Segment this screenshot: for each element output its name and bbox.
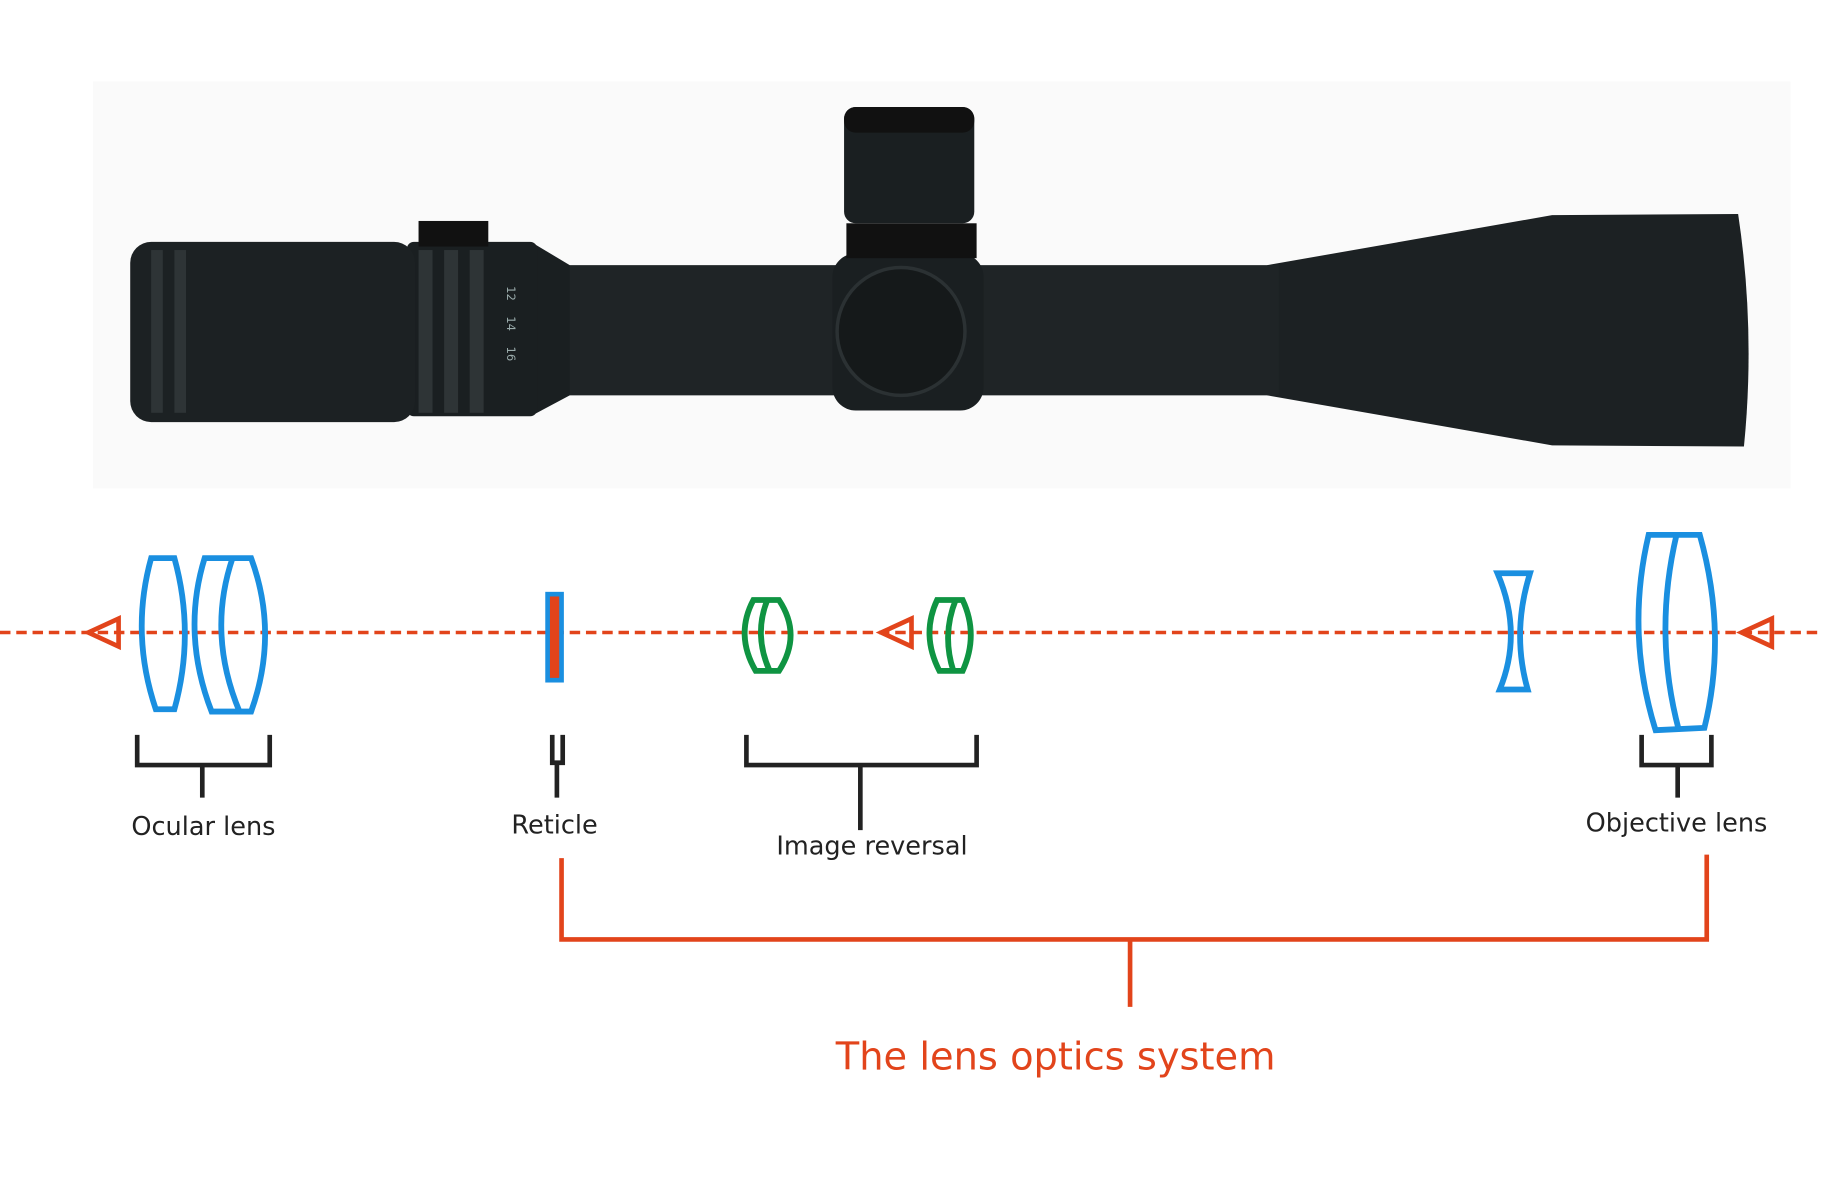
reticle-plate	[545, 591, 564, 683]
arrow-icon	[82, 614, 1775, 651]
magnification-mark: 14	[504, 316, 518, 331]
ocular-lens-label: Ocular lens	[131, 812, 275, 842]
objective-lens-label: Objective lens	[1586, 808, 1768, 838]
magnification-mark: 16	[504, 347, 518, 362]
diagram-title: The lens optics system	[835, 1035, 1276, 1080]
system-bracket	[559, 854, 1710, 1007]
objective-lens-group	[1493, 531, 1718, 734]
bracket	[134, 734, 1714, 831]
riflescope-image: 12 14 16	[93, 81, 1791, 489]
ocular-lens-group	[138, 555, 268, 715]
image-reversal-label: Image reversal	[776, 832, 967, 862]
image-reversal-lens-group	[741, 597, 974, 674]
reticle-label: Reticle	[511, 811, 597, 841]
magnification-mark: 12	[504, 286, 518, 301]
